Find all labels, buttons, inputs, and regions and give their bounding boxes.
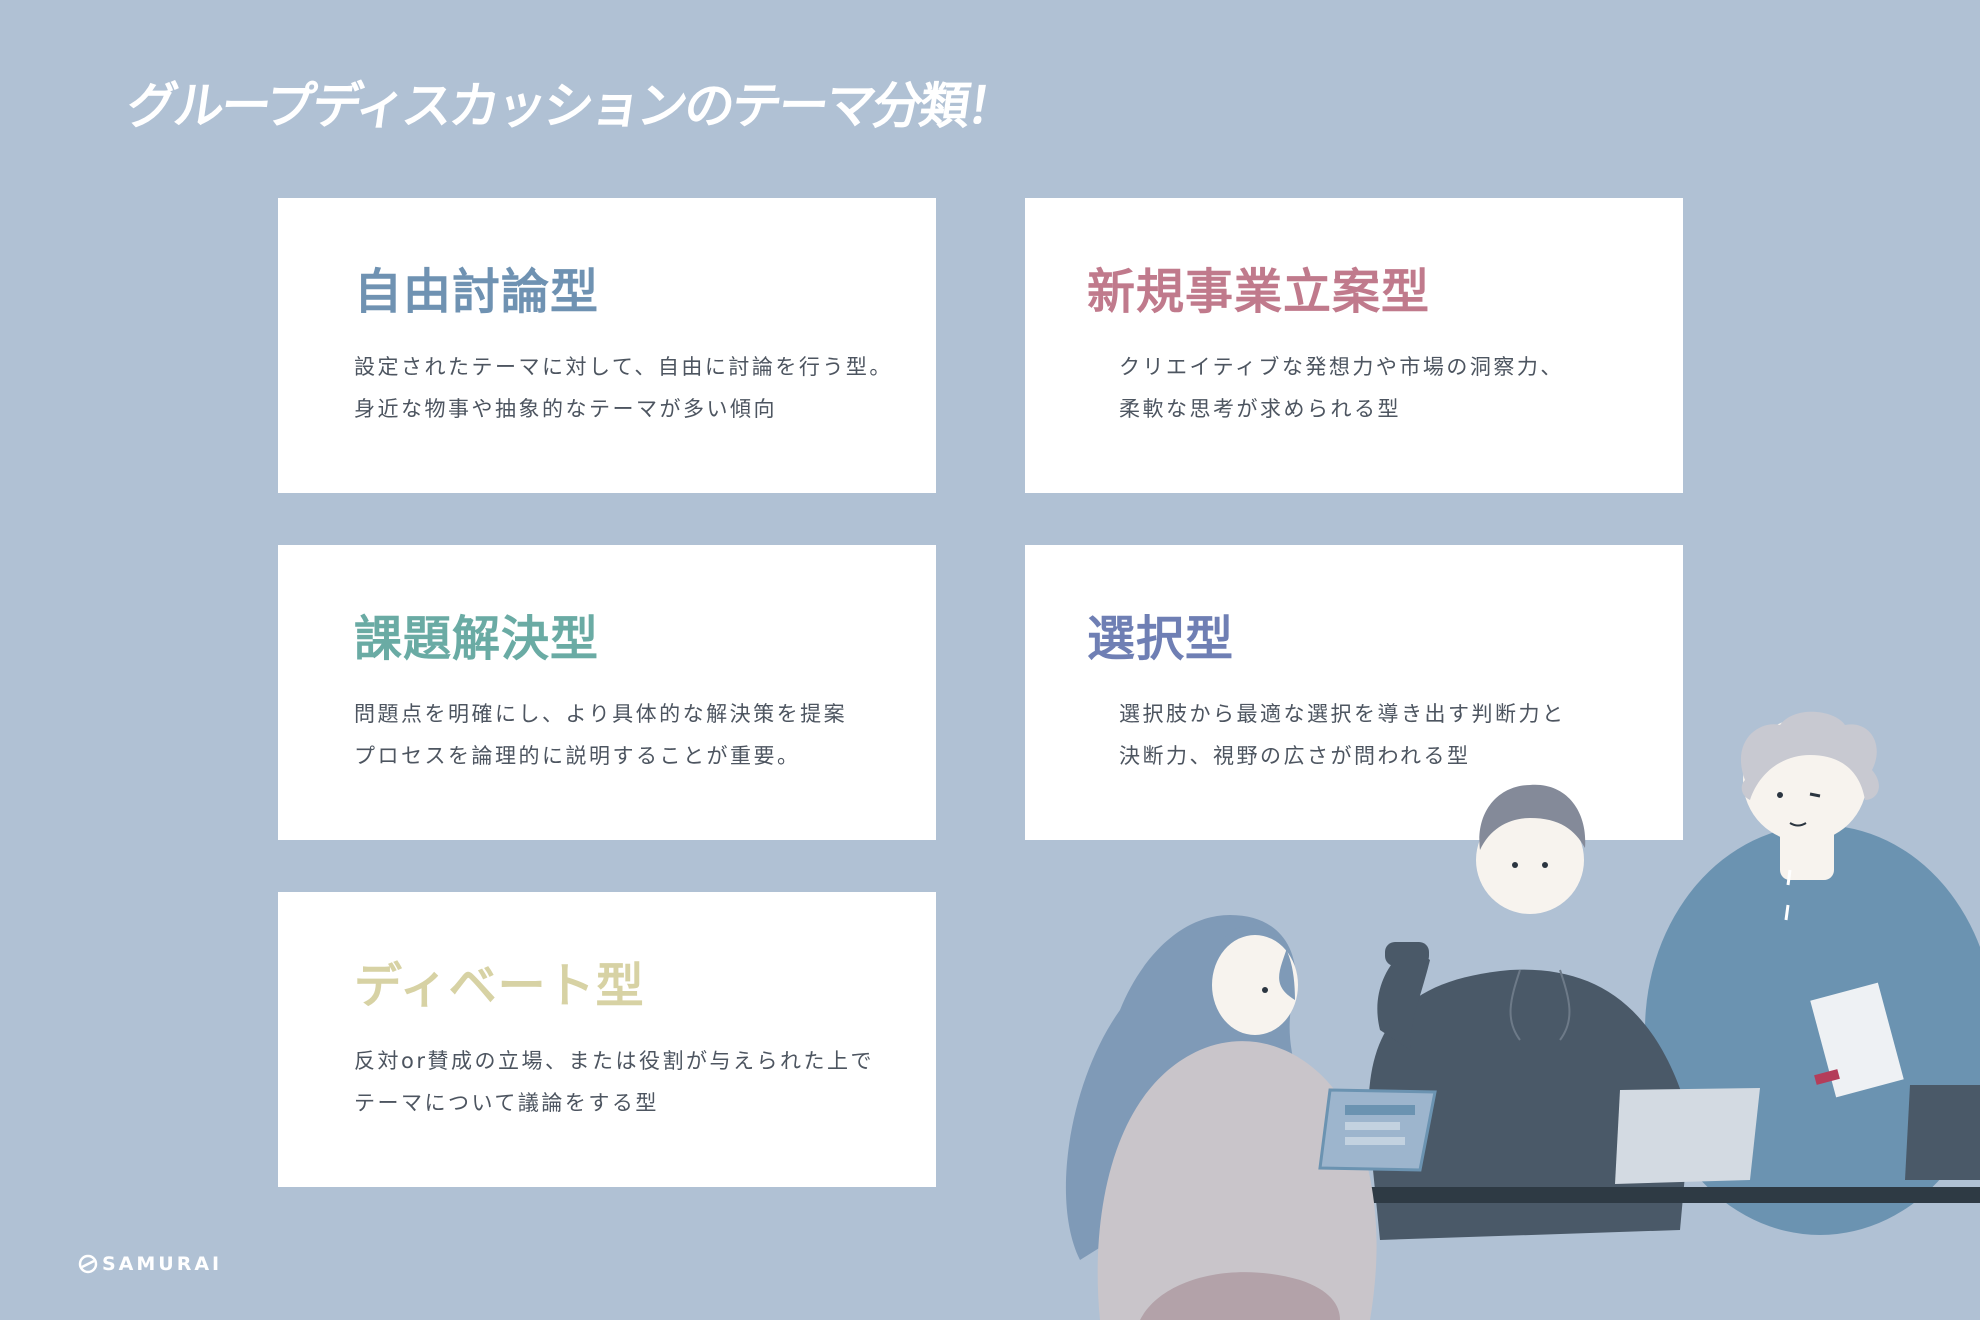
people-discussion-illustration [1065, 711, 1980, 1320]
card-description-line: 設定されたテーマに対して、自由に討論を行う型。 [354, 355, 893, 379]
table-illustration [1282, 1187, 1980, 1203]
samurai-logo-icon [78, 1254, 98, 1274]
page-title: グループディスカッションのテーマ分類！ [123, 77, 1019, 135]
card-description-line: 身近な物事や抽象的なテーマが多い傾向 [354, 397, 777, 421]
card-selection: 選択型 選択肢から最適な選択を導き出す判断力と 決断力、視野の広さが問われる型 [1025, 545, 1683, 840]
card-description: 問題点を明確にし、より具体的な解決策を提案 プロセスを論理的に説明することが重要… [354, 693, 936, 777]
card-title: 新規事業立案型 [1087, 264, 1431, 320]
sitting-woman-illustration [1065, 915, 1437, 1320]
card-description: 設定されたテーマに対して、自由に討論を行う型。 身近な物事や抽象的なテーマが多い… [354, 346, 936, 430]
card-problem-solving: 課題解決型 問題点を明確にし、より具体的な解決策を提案 プロセスを論理的に説明す… [278, 545, 936, 840]
card-description-line: プロセスを論理的に説明することが重要。 [354, 744, 801, 768]
card-description-line: 問題点を明確にし、より具体的な解決策を提案 [354, 702, 848, 726]
laptops-illustration [1615, 1085, 1980, 1184]
card-description-line: テーマについて議論をする型 [354, 1091, 659, 1115]
card-new-business: 新規事業立案型 クリエイティブな発想力や市場の洞察力、 柔軟な思考が求められる型 [1025, 198, 1683, 493]
card-description: 反対or賛成の立場、または役割が与えられた上で テーマについて議論をする型 [354, 1040, 936, 1124]
brand-name: SAMURAI [102, 1253, 223, 1275]
card-title: 選択型 [1087, 611, 1235, 667]
card-description-line: 柔軟な思考が求められる型 [1119, 397, 1401, 421]
card-title: 自由討論型 [354, 264, 600, 320]
card-description-line: クリエイティブな発想力や市場の洞察力、 [1119, 355, 1564, 379]
brand-logo: SAMURAI [78, 1253, 222, 1275]
middle-person-illustration [1368, 784, 1690, 1240]
card-title: ディベート型 [354, 958, 645, 1014]
card-title: 課題解決型 [354, 611, 600, 667]
card-description-line: 選択肢から最適な選択を導き出す判断力と [1119, 702, 1566, 726]
card-debate: ディベート型 反対or賛成の立場、または役割が与えられた上で テーマについて議論… [278, 892, 936, 1187]
card-description: クリエイティブな発想力や市場の洞察力、 柔軟な思考が求められる型 [1087, 346, 1683, 430]
card-description: 選択肢から最適な選択を導き出す判断力と 決断力、視野の広さが問われる型 [1087, 693, 1683, 777]
card-free-discussion: 自由討論型 設定されたテーマに対して、自由に討論を行う型。 身近な物事や抽象的な… [278, 198, 936, 493]
card-description-line: 反対or賛成の立場、または役割が与えられた上で [354, 1049, 874, 1073]
card-description-line: 決断力、視野の広さが問われる型 [1119, 744, 1471, 768]
